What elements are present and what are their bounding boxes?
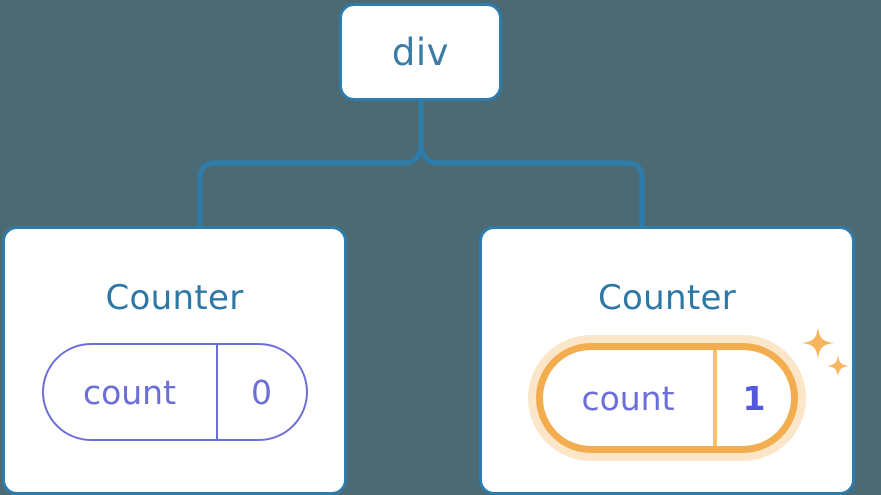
connector-branch-right	[418, 139, 645, 226]
root-node-div[interactable]: div	[339, 3, 502, 101]
component-card-counter-right[interactable]: Counter count 1	[479, 226, 855, 495]
state-key: count	[82, 372, 177, 412]
state-value: 1	[742, 378, 766, 418]
state-key: count	[581, 378, 675, 418]
state-pill-divider	[713, 350, 717, 446]
sparkle-small-icon	[827, 355, 849, 377]
root-node-label: div	[391, 30, 450, 74]
sparkle-large-icon	[802, 327, 834, 359]
state-pill-divider	[215, 345, 218, 439]
state-pill-wrapper: count 0	[41, 343, 308, 441]
component-card-counter-left[interactable]: Counter count 0	[2, 226, 347, 495]
state-pill[interactable]: count 0	[41, 343, 308, 441]
state-pill-wrapper: count 1	[536, 327, 849, 453]
connector-branch-left	[197, 139, 424, 226]
state-pill-highlighted[interactable]: count 1	[536, 343, 798, 453]
component-title: Counter	[105, 278, 244, 318]
sparkle-group	[802, 327, 849, 377]
component-title: Counter	[598, 278, 736, 318]
state-value: 0	[251, 372, 272, 412]
